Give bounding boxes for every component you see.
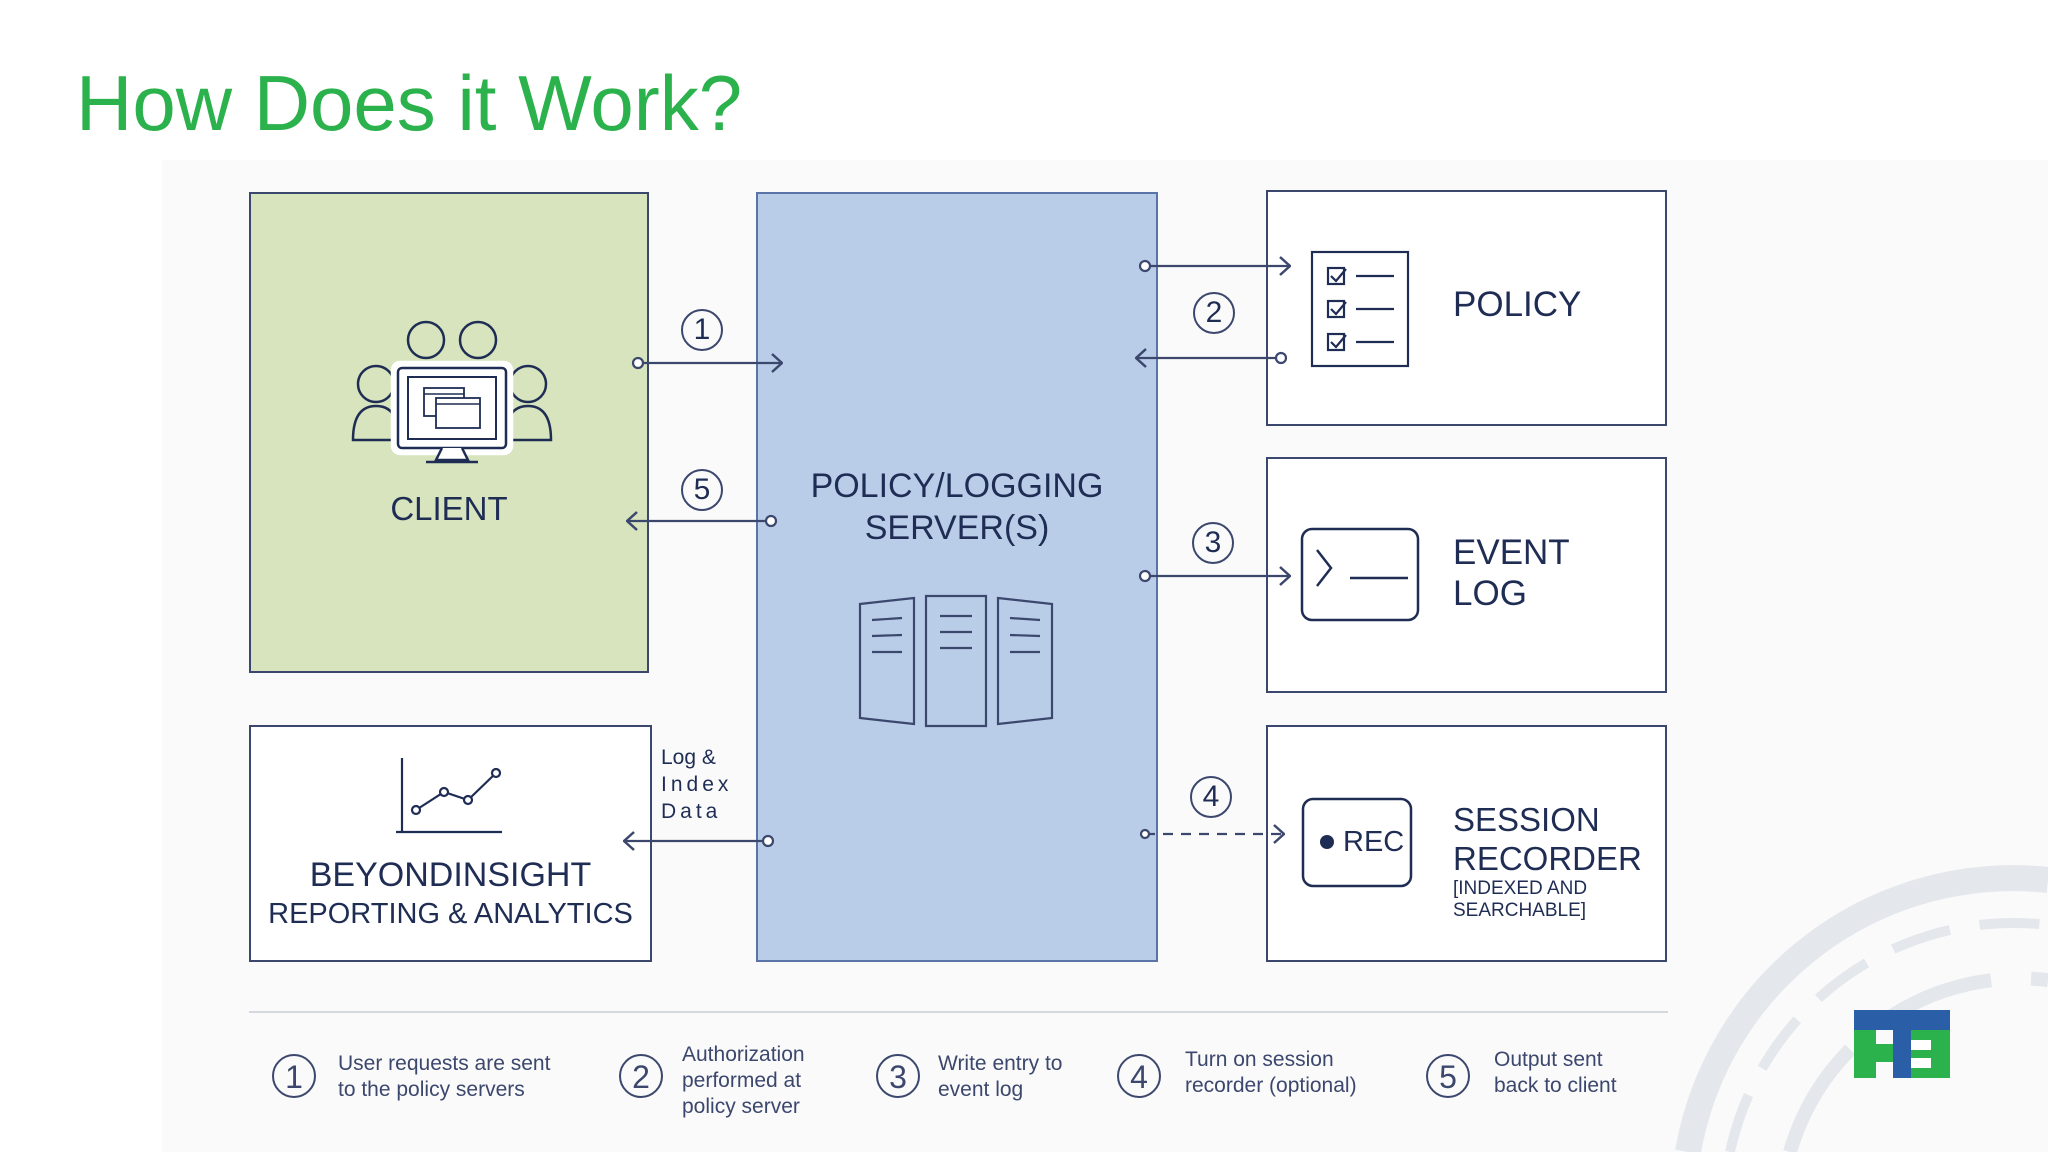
client-box: [249, 192, 649, 673]
legend-number-1: 1: [285, 1059, 303, 1095]
analytics-chart-icon: [396, 758, 502, 834]
server-label: POLICY/LOGGING SERVER(S): [810, 467, 1104, 547]
step-number-3: 3: [1204, 526, 1222, 559]
slide-title: How Does it Work?: [76, 59, 743, 147]
legend-divider: [249, 1011, 1668, 1013]
policy-box: [1266, 190, 1667, 426]
client-label: CLIENT: [390, 490, 508, 527]
legend-text-2: Authorization performed at policy server: [682, 1043, 805, 1118]
rec-icon: [1301, 797, 1413, 888]
legend-number-4: 4: [1130, 1059, 1148, 1095]
legend-number-5: 5: [1439, 1059, 1457, 1095]
log-index-data-label: Log & Index Data: [661, 744, 732, 825]
policy-checklist-icon: [1310, 250, 1410, 368]
log-index-line-1: Log &: [661, 746, 716, 769]
event-log-label: EVENT LOG: [1453, 533, 1570, 613]
beyondinsight-box: [249, 725, 652, 962]
company-logo: [1854, 1010, 1950, 1078]
legend-number-3: 3: [889, 1059, 907, 1095]
legend-text-1: User requests are sent to the policy ser…: [338, 1052, 551, 1101]
legend-number-2: 2: [632, 1059, 650, 1095]
client-users-icon: [351, 320, 553, 464]
beyondinsight-label: BEYONDINSIGHT: [309, 856, 592, 894]
legend-text-5: Output sent back to client: [1494, 1048, 1617, 1097]
policy-label: POLICY: [1453, 285, 1582, 324]
server-racks-icon: [858, 594, 1054, 728]
legend-text-3: Write entry to event log: [938, 1052, 1063, 1101]
step-number-4: 4: [1202, 780, 1220, 813]
step-number-5: 5: [693, 473, 711, 506]
beyondinsight-sublabel: REPORTING & ANALYTICS: [268, 898, 633, 930]
terminal-icon: [1300, 527, 1420, 622]
legend-text-4: Turn on session recorder (optional): [1185, 1048, 1357, 1097]
event-log-box: [1266, 457, 1667, 693]
step-number-1: 1: [693, 313, 711, 346]
step-number-2: 2: [1205, 296, 1223, 329]
session-recorder-label: SESSION RECORDER: [1453, 801, 1642, 877]
rec-label: REC: [1343, 826, 1405, 858]
log-index-line-2: Index: [661, 773, 733, 796]
session-recorder-sublabel: [INDEXED AND SEARCHABLE]: [1453, 878, 1588, 921]
log-index-line-3: Data: [661, 800, 722, 823]
